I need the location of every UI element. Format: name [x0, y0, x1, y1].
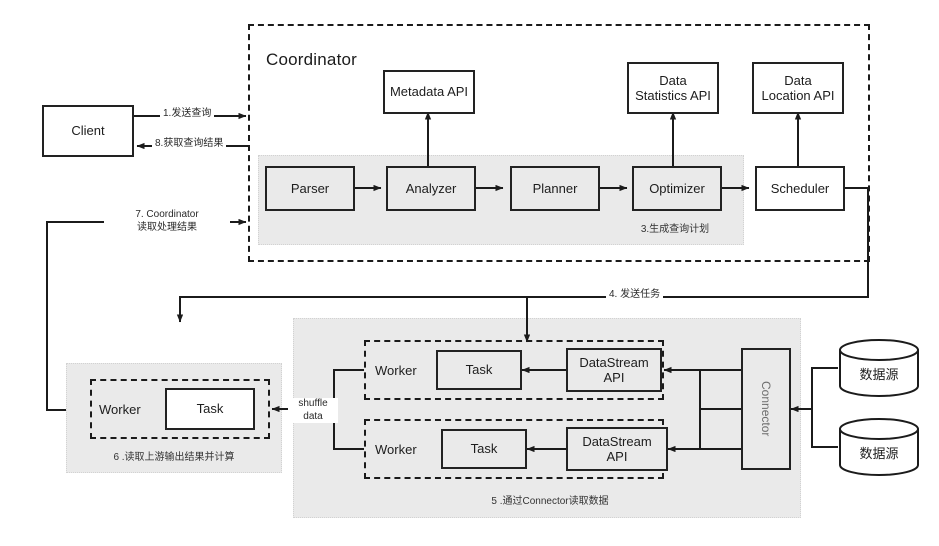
edge-label-shuffle-line2: data [303, 410, 323, 422]
node-data-statistics-api-line2: Statistics API [635, 88, 711, 103]
node-datastream-api-bottom[interactable]: DataStream API [566, 427, 668, 471]
coordinator-title: Coordinator [266, 50, 358, 69]
connector-read-band [293, 318, 801, 518]
node-data-location-api-line1: Data [784, 72, 812, 88]
node-data-location-api-line2: Location API [761, 88, 835, 103]
node-planner[interactable]: Planner [510, 166, 600, 211]
worker-left-container [90, 379, 270, 439]
edge-label-send-query: 1.发送查询 [160, 108, 215, 121]
edge-label-shuffle-line1: shuffle [298, 398, 328, 409]
worker-bottom-label: Worker [375, 442, 417, 457]
node-datasource-bottom-label: 数据源 [859, 446, 899, 461]
node-client[interactable]: Client [42, 105, 134, 157]
caption-generate-plan: 3.生成查询计划 [640, 224, 710, 235]
node-metadata-api-label: Metadata API [389, 84, 469, 100]
node-datastream-api-top-line1: DataStream [579, 354, 649, 370]
node-data-statistics-api-line1: Data [659, 72, 687, 88]
node-data-statistics-api[interactable]: Data Statistics API [627, 62, 719, 114]
edge-label-coordinator-read-line1: 7. Coordinator [135, 209, 199, 220]
worker-top-container [364, 340, 664, 400]
edge-label-coordinator-read-line2: 读取处理结果 [137, 221, 197, 233]
worker-top-label: Worker [375, 363, 417, 378]
node-datasource-top[interactable]: 数据源 [838, 338, 920, 398]
node-scheduler[interactable]: Scheduler [755, 166, 845, 211]
node-parser-label: Parser [290, 180, 330, 196]
node-connector[interactable]: Connector [741, 348, 791, 470]
node-data-location-api[interactable]: Data Location API [752, 62, 844, 114]
node-datastream-api-bottom-line2: API [606, 449, 628, 464]
node-parser[interactable]: Parser [265, 166, 355, 211]
node-optimizer-label: Optimizer [649, 180, 705, 196]
node-optimizer[interactable]: Optimizer [632, 166, 722, 211]
node-task-bottom-label: Task [470, 441, 498, 457]
caption-read-via-connector: 5 .通过Connector读取数据 [491, 496, 609, 507]
worker-left-label: Worker [99, 402, 141, 417]
cylinder-shape-top [839, 339, 919, 397]
node-analyzer[interactable]: Analyzer [386, 166, 476, 211]
node-task-top[interactable]: Task [436, 350, 522, 390]
node-task-left[interactable]: Task [165, 388, 255, 430]
node-datasource-top-label: 数据源 [859, 367, 899, 382]
node-task-top-label: Task [465, 362, 493, 378]
edge-label-coordinator-read: 7. Coordinator 读取处理结果 [104, 209, 230, 234]
edge-label-shuffle-data: shuffle data [288, 398, 338, 423]
node-metadata-api[interactable]: Metadata API [383, 70, 475, 114]
node-datastream-api-bottom-line1: DataStream [582, 433, 652, 449]
node-task-left-label: Task [196, 401, 224, 417]
node-client-label: Client [71, 123, 105, 139]
node-task-bottom[interactable]: Task [441, 429, 527, 469]
node-connector-label: Connector [759, 381, 774, 437]
cylinder-shape-bottom [839, 418, 919, 476]
node-planner-label: Planner [532, 180, 578, 196]
node-analyzer-label: Analyzer [405, 180, 457, 196]
node-datasource-bottom[interactable]: 数据源 [838, 417, 920, 477]
node-datastream-api-top-line2: API [603, 370, 625, 385]
node-datastream-api-top[interactable]: DataStream API [566, 348, 662, 392]
edge-label-send-task: 4. 发送任务 [606, 289, 664, 302]
edge-label-get-query-result: 8.获取查询结果 [152, 138, 227, 151]
node-scheduler-label: Scheduler [770, 180, 830, 196]
caption-read-upstream: 6 .读取上游输出结果并计算 [113, 452, 235, 463]
